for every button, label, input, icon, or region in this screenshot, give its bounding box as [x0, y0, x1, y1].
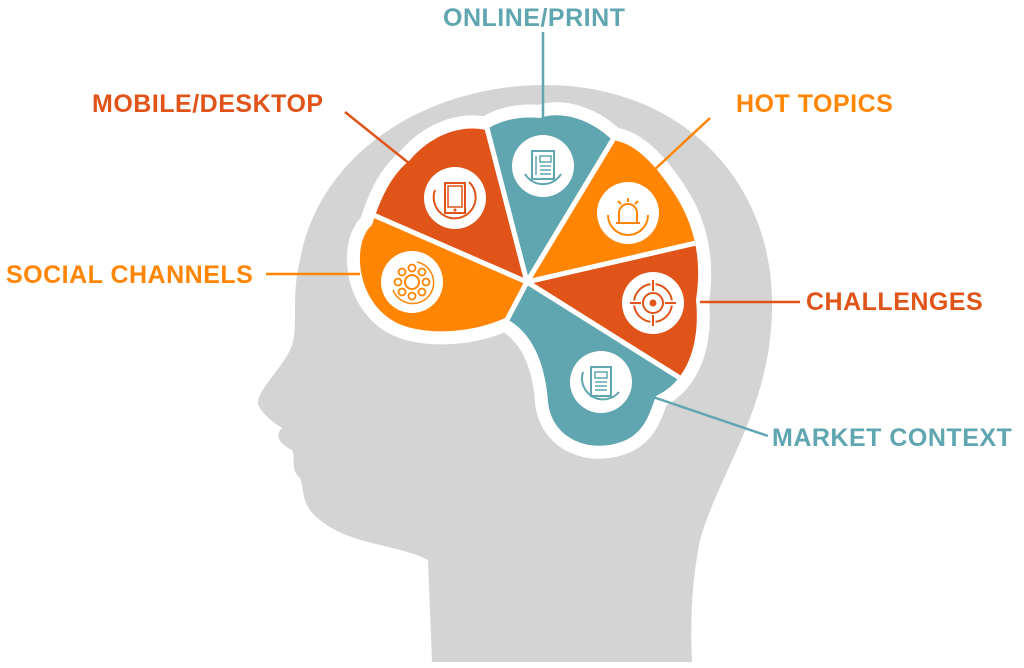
label-online-print: ONLINE/PRINT	[443, 4, 626, 32]
alarm-light-icon	[597, 182, 659, 244]
label-mobile-desktop: MOBILE/DESKTOP	[92, 90, 324, 118]
connector-mobile-desktop	[344, 111, 416, 169]
segment-online-print	[364, 115, 699, 285]
tablet-icon	[424, 167, 486, 229]
label-market-context: MARKET CONTEXT	[772, 424, 1013, 452]
label-social-channels: SOCIAL CHANNELS	[6, 261, 254, 289]
label-hot-topics: HOT TOPICS	[736, 90, 894, 118]
target-icon	[622, 272, 684, 334]
segment-challenges	[524, 127, 699, 446]
connector-market-context	[649, 394, 769, 438]
document-icon	[570, 351, 632, 413]
network-icon	[381, 251, 443, 313]
segment-mobile-desktop	[359, 115, 530, 285]
label-challenges: CHALLENGES	[806, 288, 984, 316]
connector-hot-topics	[651, 117, 711, 173]
newspaper-icon	[512, 135, 574, 197]
